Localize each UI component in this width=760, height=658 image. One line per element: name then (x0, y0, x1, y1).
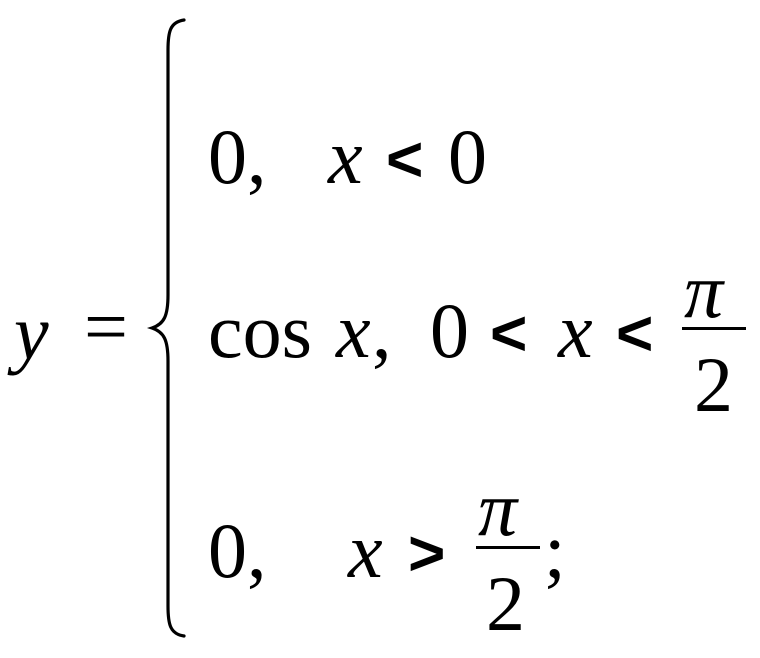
lhs-variable: y (14, 289, 49, 376)
case-2-fraction-bar (682, 327, 746, 330)
case-1-bound: 0 (448, 113, 487, 200)
case-3-operator: > (408, 517, 446, 589)
case-2-lower-bound: 0 (430, 287, 469, 374)
case-2-comma: , (372, 287, 392, 374)
case-2-operator-2: < (616, 297, 654, 369)
case-3-terminator: ; (544, 507, 566, 594)
case-2-fraction-numerator: π (684, 247, 724, 334)
case-3-fraction-numerator: π (478, 465, 518, 552)
case-3-variable: x (348, 507, 383, 594)
case-2-function: cos (208, 287, 312, 374)
case-2-value-variable: x (336, 287, 371, 374)
case-1-operator: < (386, 123, 424, 195)
equals-sign: = (84, 283, 128, 370)
case-2-fraction-denominator: 2 (694, 341, 733, 428)
case-3-value: 0, (208, 507, 267, 594)
case-2-operator-1: < (490, 297, 528, 369)
case-2-condition-variable: x (558, 287, 593, 374)
case-1-value: 0, (208, 113, 267, 200)
case-3-fraction-bar (476, 546, 540, 549)
case-3-fraction-denominator: 2 (486, 560, 525, 647)
case-1-variable: x (328, 113, 363, 200)
